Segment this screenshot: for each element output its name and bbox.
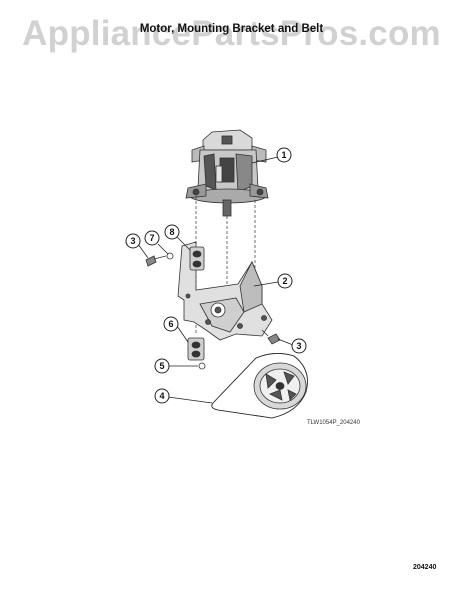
svg-text:8: 8 [169, 227, 174, 237]
svg-text:2: 2 [282, 276, 287, 286]
callout-8: 8 [164, 224, 180, 240]
svg-text:3: 3 [130, 236, 135, 246]
svg-text:4: 4 [159, 391, 164, 401]
grommet-part-8 [189, 246, 205, 271]
callout-3-right: 3 [291, 338, 307, 354]
page-number: 204240 [413, 564, 437, 571]
washer-part-7 [166, 252, 174, 260]
svg-text:6: 6 [168, 319, 173, 329]
callout-1: 1 [276, 147, 292, 163]
mounting-bracket-part [177, 241, 273, 341]
callout-4: 4 [154, 388, 170, 404]
callout-6: 6 [163, 316, 179, 332]
svg-text:5: 5 [159, 361, 164, 371]
svg-text:1: 1 [281, 150, 286, 160]
callout-5: 5 [154, 358, 170, 374]
svg-text:7: 7 [149, 233, 154, 243]
watermark: AppliancePartsPros.com [22, 14, 441, 53]
callout-7: 7 [144, 230, 160, 246]
callout-3-left: 3 [125, 233, 141, 249]
motor-part [185, 129, 269, 217]
pulley [253, 362, 307, 410]
bolt-part-3-left [145, 255, 167, 267]
diagram-title: Motor, Mounting Bracket and Belt [139, 23, 324, 35]
belt-part-4 [211, 353, 308, 419]
spacer-part-5 [198, 362, 206, 370]
svg-text:3: 3 [296, 341, 301, 351]
drawing-code: TLW1054P_204240 [307, 420, 360, 426]
callout-2: 2 [277, 273, 293, 289]
grommet-part-6 [187, 337, 205, 361]
